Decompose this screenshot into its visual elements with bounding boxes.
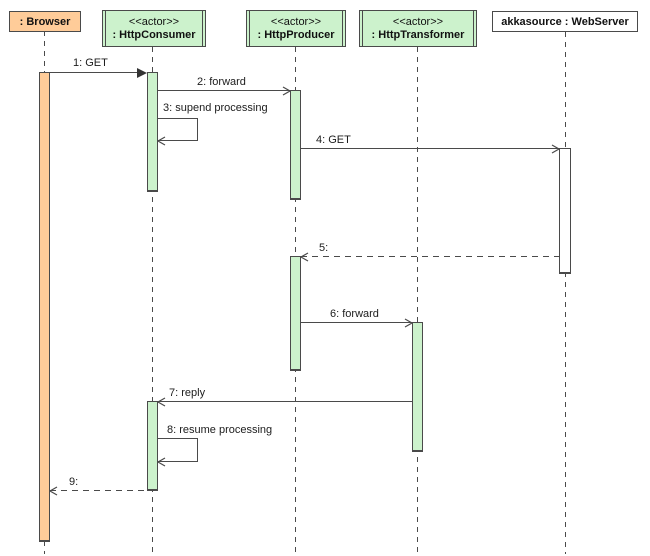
message-8-line-top xyxy=(158,438,198,439)
double-border-right xyxy=(342,11,343,46)
message-7-label: 7: reply xyxy=(168,387,207,400)
arrowhead-open-right-icon xyxy=(551,144,560,154)
message-8-line-right xyxy=(197,438,198,462)
participant-httpproducer-stereotype: <<actor>> xyxy=(270,16,322,28)
message-5-label: 5: xyxy=(318,242,330,255)
double-border-left xyxy=(105,11,106,46)
message-9-label: 9: xyxy=(68,476,80,489)
lifeline-httptransformer xyxy=(417,47,418,554)
message-1-line xyxy=(50,72,140,73)
arrowhead-open-left-icon xyxy=(157,457,166,467)
message-9-line xyxy=(50,490,147,491)
participant-httpproducer-name: : HttpProducer xyxy=(257,29,335,41)
double-border-right xyxy=(202,11,203,46)
message-2-line xyxy=(158,90,290,91)
message-5-line xyxy=(301,256,559,257)
arrowhead-filled-right-icon xyxy=(137,68,147,78)
participant-httpconsumer-name: : HttpConsumer xyxy=(112,29,196,41)
participant-browser-name: : Browser xyxy=(19,15,71,28)
arrowhead-open-right-icon xyxy=(282,86,291,96)
activation-webserver-1 xyxy=(559,148,571,274)
activation-producer-2 xyxy=(290,256,301,371)
arrowhead-open-left-icon xyxy=(157,397,166,407)
arrowhead-open-left-icon xyxy=(49,486,58,496)
arrowhead-open-left-icon xyxy=(300,252,309,262)
participant-webserver: akkasource : WebServer xyxy=(492,11,638,32)
participant-browser: : Browser xyxy=(9,11,81,32)
participant-httpconsumer-stereotype: <<actor>> xyxy=(128,16,180,28)
message-7-line xyxy=(158,401,412,402)
activation-consumer-2 xyxy=(147,401,158,491)
double-border-right xyxy=(473,11,474,46)
participant-httpconsumer: <<actor>> : HttpConsumer xyxy=(102,10,206,47)
message-3-label: 3: supend processing xyxy=(162,102,269,115)
message-6-label: 6: forward xyxy=(329,308,380,321)
message-8-line-bottom xyxy=(158,461,198,462)
double-border-left xyxy=(249,11,250,46)
message-4-line xyxy=(301,148,559,149)
participant-httpproducer: <<actor>> : HttpProducer xyxy=(246,10,346,47)
double-border-left xyxy=(362,11,363,46)
message-3-line-bottom xyxy=(158,140,198,141)
participant-httptransformer-stereotype: <<actor>> xyxy=(392,16,444,28)
activation-browser xyxy=(39,72,50,542)
lifeline-httpconsumer xyxy=(152,47,153,554)
activation-consumer-1 xyxy=(147,72,158,192)
participant-webserver-name: akkasource : WebServer xyxy=(501,15,629,28)
participant-httptransformer-name: : HttpTransformer xyxy=(371,29,465,41)
message-3-line-right xyxy=(197,118,198,141)
arrowhead-open-right-icon xyxy=(404,318,413,328)
message-3-line-top xyxy=(158,118,198,119)
activation-producer-1 xyxy=(290,90,301,200)
message-8-label: 8: resume processing xyxy=(166,424,274,437)
message-4-label: 4: GET xyxy=(315,134,352,147)
arrowhead-open-left-icon xyxy=(157,136,166,146)
message-1-label: 1: GET xyxy=(72,57,109,70)
message-6-line xyxy=(301,322,412,323)
participant-httptransformer: <<actor>> : HttpTransformer xyxy=(359,10,477,47)
message-2-label: 2: forward xyxy=(196,76,247,89)
activation-transformer-1 xyxy=(412,322,423,452)
lifeline-webserver xyxy=(565,32,566,554)
